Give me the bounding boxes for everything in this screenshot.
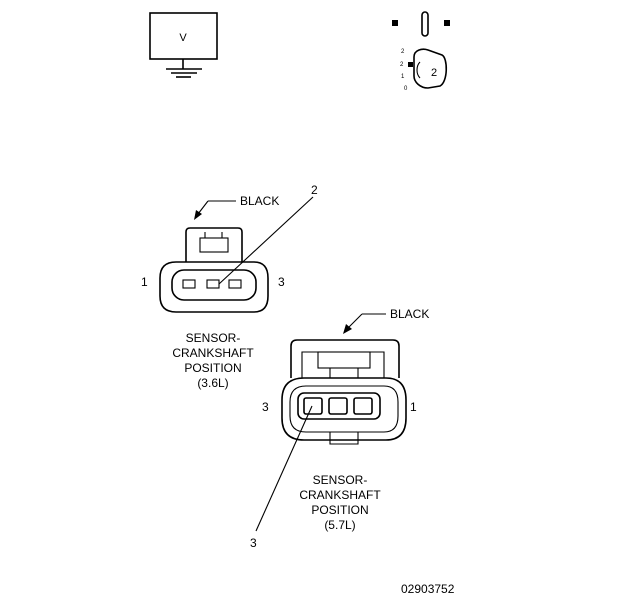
pin-inset-small-2: 2 <box>400 62 404 68</box>
connector-3-6l-caption: SENSOR- CRANKSHAFT POSITION (3.6L) <box>172 331 254 390</box>
connector-5-7l-color-label: BLACK <box>390 307 429 321</box>
pin-inset-small-1: 2 <box>401 49 405 55</box>
connector-3-6l-color-label: BLACK <box>240 194 279 208</box>
pin-inset: 2 2 2 1 0 <box>392 11 450 92</box>
caption-3-6l-line-4: (3.6L) <box>197 376 228 390</box>
caption-3-6l-line-1: SENSOR- <box>186 331 241 345</box>
caption-5-7l-line-4: (5.7L) <box>324 518 355 532</box>
connector-3-6l-pin-callout: 2 <box>311 183 318 197</box>
pin-inset-small-4: 0 <box>404 86 408 92</box>
caption-5-7l-line-3: POSITION <box>311 503 368 517</box>
connector-5-7l-right-pin: 1 <box>410 400 417 414</box>
voltmeter-label: V <box>179 32 187 44</box>
connector-3-6l-left-pin: 1 <box>141 275 148 289</box>
caption-5-7l-line-2: CRANKSHAFT <box>299 488 381 502</box>
connector-3-6l <box>159 196 314 313</box>
caption-5-7l-line-1: SENSOR- <box>313 473 368 487</box>
caption-3-6l-line-3: POSITION <box>184 361 241 375</box>
connector-5-7l-left-pin: 3 <box>262 400 269 414</box>
connector-3-6l-right-pin: 3 <box>278 275 285 289</box>
voltmeter-symbol: V <box>149 12 218 78</box>
connector-5-7l-pin-callout: 3 <box>250 536 257 550</box>
connector-5-7l-caption: SENSOR- CRANKSHAFT POSITION (5.7L) <box>299 473 381 532</box>
caption-3-6l-line-2: CRANKSHAFT <box>172 346 254 360</box>
connector-5-7l <box>255 313 407 532</box>
pin-inset-number: 2 <box>431 67 437 79</box>
pin-inset-small-3: 1 <box>401 74 405 80</box>
figure-id: 02903752 <box>401 582 455 596</box>
